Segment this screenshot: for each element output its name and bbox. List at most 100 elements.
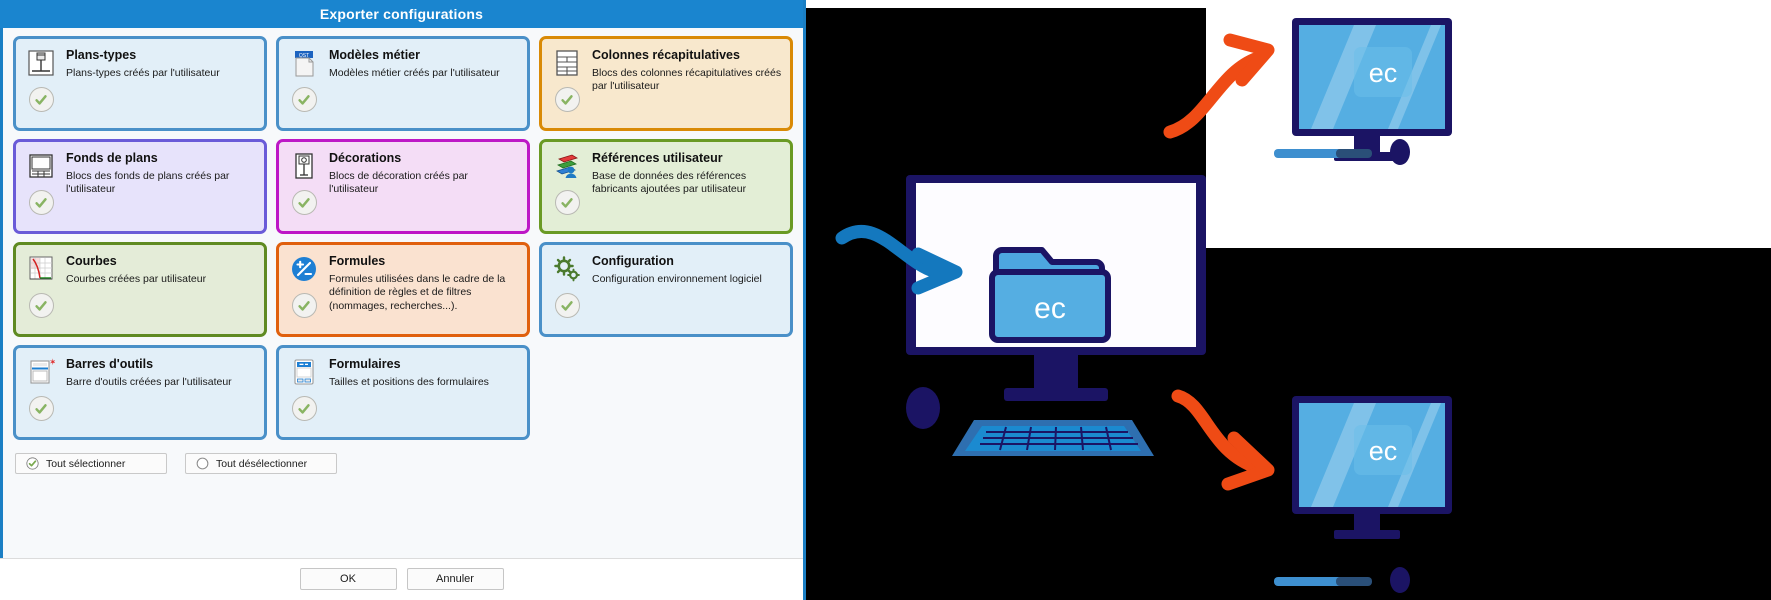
card-description: Tailles et positions des formulaires (329, 375, 489, 388)
card-title: Références utilisateur (592, 151, 723, 165)
card-checkbox[interactable] (28, 396, 54, 421)
toolbar-icon: ✶ (27, 357, 57, 387)
bottom-monitor-illustration: ec (1274, 396, 1452, 593)
dialog-title-bar: Exporter configurations (0, 0, 803, 28)
card-description: Modèles métier créés par l'utilisateur (329, 66, 500, 79)
deselect-all-button[interactable]: Tout désélectionner (185, 453, 337, 474)
card-description: Base de données des références fabricant… (592, 169, 747, 196)
card-checkbox[interactable] (554, 87, 580, 112)
card-title: Configuration (592, 254, 674, 268)
card-left-column (24, 254, 58, 326)
formula-plusminus-icon (290, 254, 318, 284)
card-checkbox[interactable] (291, 190, 317, 215)
blue-arrow-icon (835, 224, 963, 295)
background-plan-icon (27, 151, 55, 181)
card-left-column (550, 48, 584, 120)
card-checkbox[interactable] (28, 87, 54, 112)
orange-arrow-top-icon (1163, 33, 1275, 139)
bottom-screen-label: ec (1369, 436, 1398, 466)
card-left-column (287, 357, 321, 429)
orange-arrow-bottom-icon (1171, 389, 1275, 491)
cancel-button[interactable]: Annuler (406, 568, 504, 590)
check-circle-icon (26, 457, 39, 470)
empty-circle-icon (196, 457, 209, 470)
card-description: Plans-types créés par l'utilisateur (66, 66, 220, 79)
books-user-icon (553, 151, 581, 181)
top-screen-label: ec (1369, 58, 1398, 88)
card-description: Blocs des colonnes récapitulatives créés… (592, 66, 782, 93)
card-description: Formules utilisées dans le cadre de la d… (329, 272, 506, 312)
select-all-label: Tout sélectionner (46, 457, 126, 470)
mouse-icon (906, 387, 940, 429)
card-description: Courbes créées par utilisateur (66, 272, 207, 285)
card-left-column: QST (287, 48, 321, 120)
folder-icon: ec (989, 247, 1111, 343)
top-monitor-illustration: ec (1274, 18, 1452, 165)
card-description: Blocs de décoration créés par l'utilisat… (329, 169, 468, 196)
card-checkbox[interactable] (554, 190, 580, 215)
ok-button[interactable]: OK (299, 568, 397, 590)
export-illustration: ec (806, 0, 1771, 600)
card-title: Formules (329, 254, 386, 268)
document-qst-icon: QST (290, 48, 318, 78)
card-checkbox[interactable] (291, 293, 317, 318)
form-icon (290, 357, 318, 387)
plan-type-icon (27, 48, 55, 78)
card-checkbox[interactable] (554, 293, 580, 318)
table-columns-icon (553, 48, 581, 78)
card-title: Décorations (329, 151, 402, 165)
deselect-all-label: Tout désélectionner (216, 457, 308, 470)
keyboard-illustration (906, 387, 1154, 456)
card-title: Barres d'outils (66, 357, 154, 371)
decoration-icon (290, 151, 318, 181)
card-title: Modèles métier (329, 48, 421, 62)
svg-text:✶: ✶ (49, 357, 55, 367)
card-left-column (287, 151, 321, 223)
card-title: Plans-types (66, 48, 137, 62)
select-all-button[interactable]: Tout sélectionner (15, 453, 167, 474)
card-left-column (550, 151, 584, 223)
page-title: Exporter configurations (319, 6, 484, 22)
card-description: Blocs des fonds de plans créés par l'uti… (66, 169, 230, 196)
card-checkbox[interactable] (28, 293, 54, 318)
gears-icon (553, 254, 581, 284)
card-checkbox[interactable] (291, 396, 317, 421)
dialog-footer: OK Annuler (0, 558, 803, 600)
card-left-column (550, 254, 584, 326)
card-title: Fonds de plans (66, 151, 158, 165)
svg-text:QST: QST (299, 53, 309, 59)
card-description: Barre d'outils créées par l'utilisateur (66, 375, 232, 388)
card-checkbox[interactable] (28, 190, 54, 215)
card-left-column: ✶ (24, 357, 58, 429)
card-title: Courbes (66, 254, 117, 268)
selection-buttons-row: Tout sélectionner Tout désélectionner (13, 440, 793, 486)
card-checkbox[interactable] (291, 87, 317, 112)
folder-label: ec (1034, 292, 1066, 325)
card-left-column (287, 254, 321, 326)
card-title: Colonnes récapitulatives (592, 48, 740, 62)
